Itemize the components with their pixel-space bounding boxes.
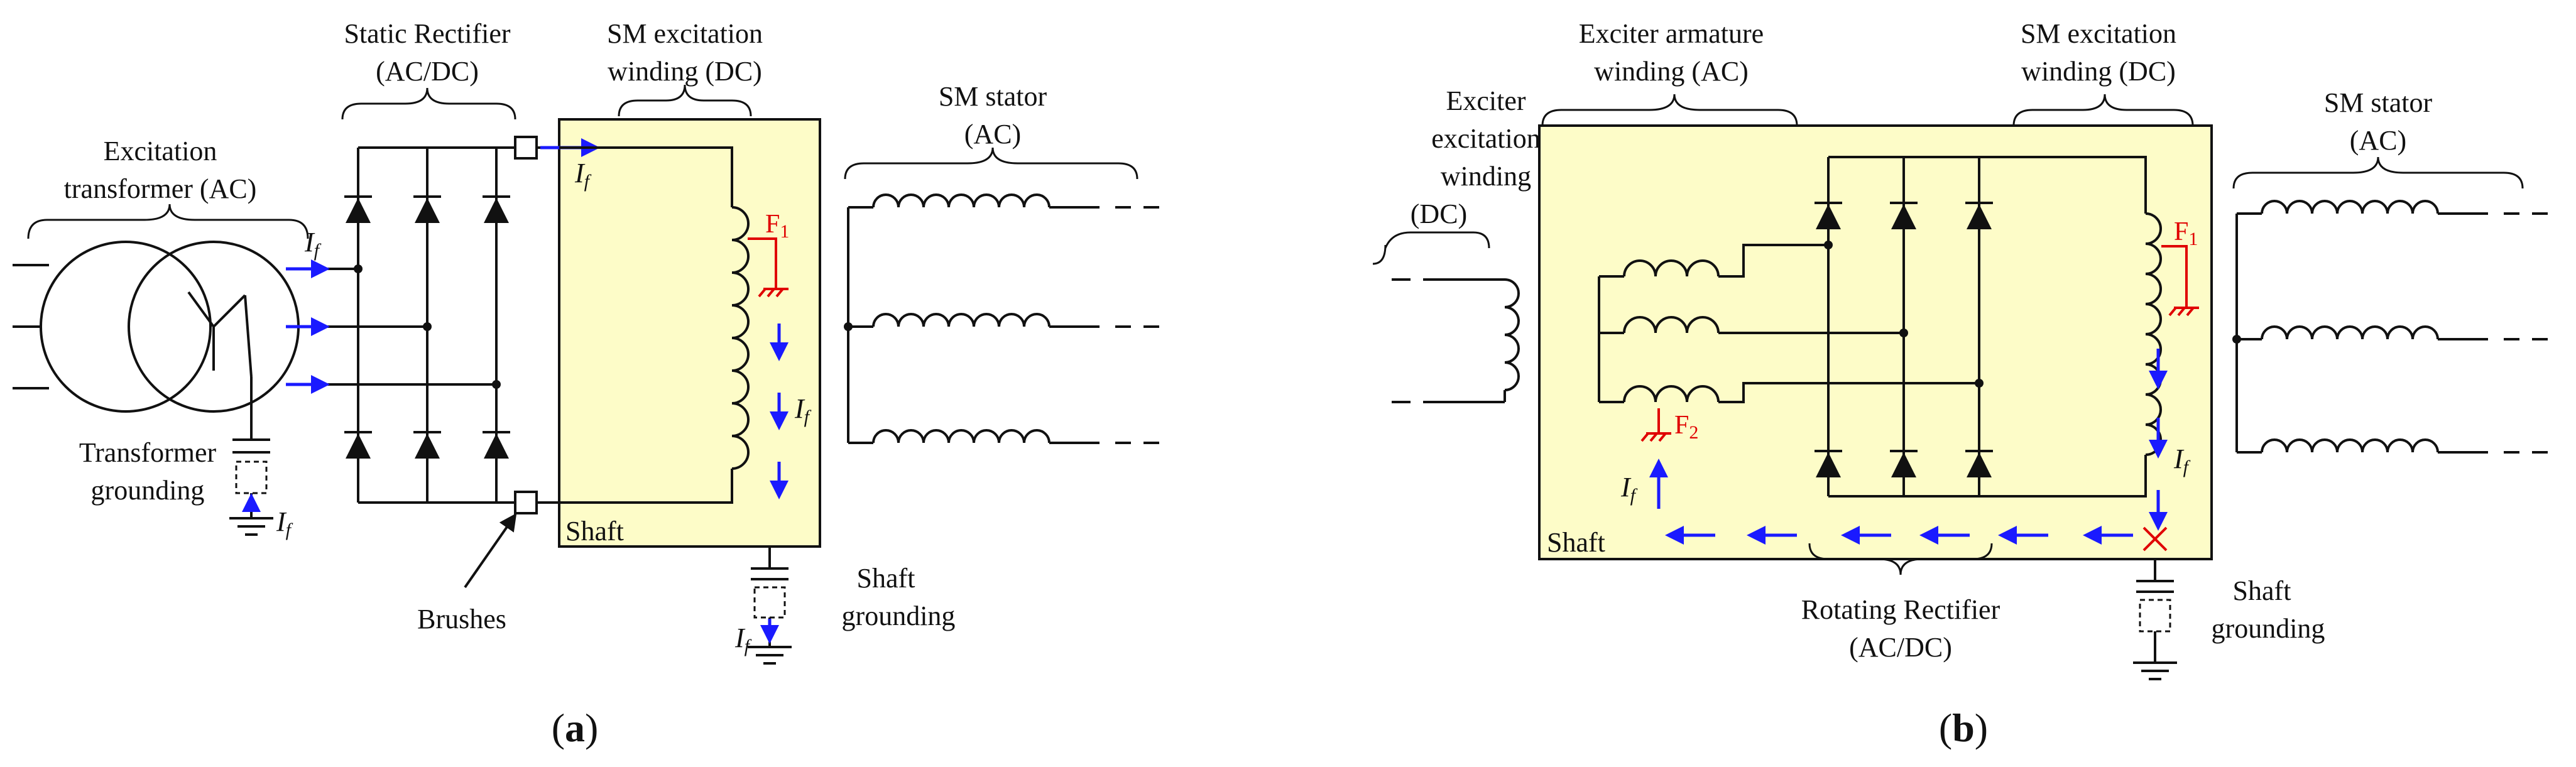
exciter-armature-winding-coil (1598, 244, 1979, 403)
label-rotating-rectifier-1: Rotating Rectifier (1801, 594, 2000, 625)
label-excitation-transformer-2: transformer (AC) (64, 173, 257, 204)
label-fault-f1-a: F1 (765, 210, 789, 242)
rotor-box-b (1538, 124, 2213, 560)
current-label-a-transformer: If (304, 227, 322, 261)
sm-stator-a (844, 193, 1159, 444)
diode-r-lower-2 (1890, 450, 1918, 477)
diode-r-upper-3 (1965, 202, 1993, 229)
label-sm-stator-2: (AC) (964, 119, 1021, 150)
label-static-rectifier-1: Static Rectifier (344, 18, 510, 49)
label-sm-excitation-b-2: winding (DC) (2021, 56, 2176, 87)
label-sm-excitation-1: SM excitation (607, 18, 763, 49)
label-brushes: Brushes (417, 604, 506, 634)
label-sm-stator-b-1: SM stator (2324, 87, 2433, 118)
label-sm-excitation-2: winding (DC) (608, 56, 762, 87)
excitation-winding-coil-a (559, 146, 750, 504)
label-sm-stator-b-2: (AC) (2350, 125, 2406, 156)
diode-r-upper-2 (1890, 202, 1918, 229)
label-fault-f2: F2 (1674, 411, 1698, 443)
shaft-grounding-symbol-b (2133, 559, 2177, 680)
brace-stator-a (844, 147, 1138, 180)
brush-bottom (514, 491, 538, 514)
brace-exciter-armature (1541, 94, 1798, 126)
panel-a: Excitation transformer (AC) Static Recti… (13, 18, 1159, 750)
caption-b: (b) (1939, 705, 1988, 750)
diode-lower-3 (483, 431, 510, 459)
label-transformer-grounding-2: grounding (91, 475, 205, 506)
diode-r-lower-3 (1965, 450, 1993, 477)
diode-lower-1 (344, 431, 372, 459)
current-label-a-shaft: If (734, 623, 752, 656)
wye-symbol (187, 291, 253, 378)
brush-top (514, 136, 538, 160)
brushes-pointer-arrow (464, 513, 517, 589)
label-fault-f1-b: F1 (2174, 217, 2198, 249)
label-exciter-excitation-3: winding (1441, 161, 1531, 192)
fault-cross-mark (2142, 526, 2168, 552)
fault-f1-a (748, 237, 789, 298)
label-exciter-armature-2: winding (AC) (1594, 56, 1749, 87)
diode-upper-2 (413, 195, 441, 223)
label-shaft-grounding-a-1: Shaft (857, 563, 915, 594)
diode-upper-3 (483, 195, 510, 223)
label-exciter-excitation-2: excitation (1431, 123, 1541, 154)
brace-stator-b (2232, 156, 2524, 189)
label-excitation-transformer-1: Excitation (104, 136, 217, 166)
rotating-rectifier-bridge (1815, 156, 2130, 498)
exciter-excitation-winding-coil (1392, 278, 1520, 403)
label-exciter-excitation-1: Exciter (1446, 85, 1525, 116)
label-shaft-a: Shaft (565, 516, 624, 547)
diode-upper-1 (344, 195, 372, 223)
brace-rectifier (341, 87, 516, 120)
label-shaft-grounding-b-1: Shaft (2233, 575, 2291, 606)
current-label-a-tgrounding: If (276, 506, 293, 540)
label-rotating-rectifier-2: (AC/DC) (1849, 632, 1952, 663)
diode-r-lower-1 (1815, 450, 1842, 477)
label-shaft-grounding-b-2: grounding (2212, 613, 2325, 644)
static-rectifier-bridge (344, 146, 515, 504)
label-exciter-armature-1: Exciter armature (1579, 18, 1764, 49)
label-shaft-grounding-a-2: grounding (842, 601, 956, 631)
fault-f2 (1640, 408, 1671, 442)
rotor-box-a (558, 118, 821, 548)
brace-rotating-rectifier (1808, 543, 1993, 575)
brace-winding-a (618, 84, 752, 117)
caption-a: (a) (552, 705, 599, 750)
label-shaft-b: Shaft (1547, 527, 1605, 558)
transformer-grounding-symbol (229, 377, 273, 536)
label-sm-excitation-b-1: SM excitation (2021, 18, 2176, 49)
label-sm-stator-1: SM stator (939, 81, 1047, 112)
brace-winding-b (2012, 94, 2194, 126)
label-transformer-grounding-1: Transformer (79, 437, 217, 468)
transformer-primary-coil (40, 241, 212, 413)
label-exciter-excitation-4: (DC) (1411, 199, 1467, 229)
fault-f1-b (2161, 245, 2199, 317)
diode-r-upper-1 (1815, 202, 1842, 229)
panel-b: Exciter excitation winding (DC) Exciter … (1372, 18, 2548, 750)
sm-stator-b (2232, 200, 2548, 454)
shaft-grounding-symbol-a (748, 547, 792, 665)
diode-lower-2 (413, 431, 441, 459)
brace-transformer (27, 204, 309, 239)
brace-exciter-excitation (1372, 231, 1490, 265)
label-static-rectifier-2: (AC/DC) (376, 56, 479, 87)
